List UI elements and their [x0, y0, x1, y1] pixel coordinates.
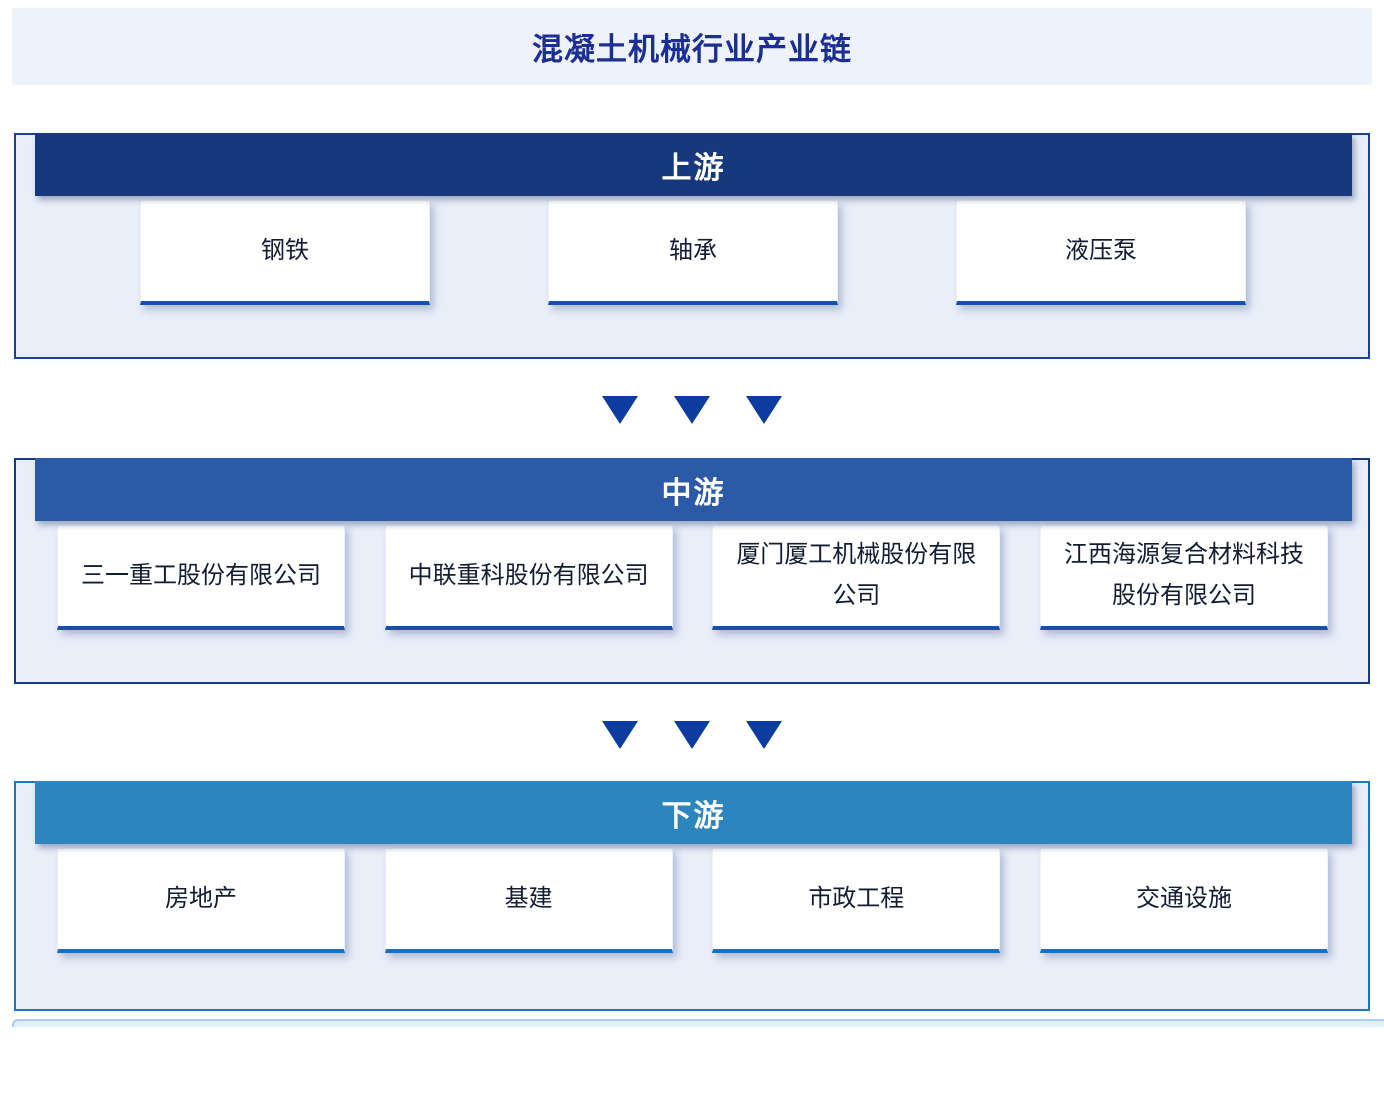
page-title: 混凝土机械行业产业链 [532, 32, 852, 67]
chain-node-card: 钢铁 [140, 200, 430, 305]
chain-node-card: 三一重工股份有限公司 [57, 525, 345, 630]
chain-node-card: 厦门厦工机械股份有限公司 [712, 525, 1001, 630]
chain-node-card: 市政工程 [712, 848, 1001, 953]
down-arrow-icon [674, 396, 710, 424]
flow-arrows-midstream-to-downstream [0, 721, 1384, 749]
diagram-title-bar: 混凝土机械行业产业链 [12, 8, 1372, 85]
next-section-cutoff-strip [12, 1019, 1384, 1027]
chain-node-card: 轴承 [548, 200, 838, 305]
section-upstream: 上游 钢铁 轴承 液压泵 [14, 133, 1370, 359]
chain-node-card: 液压泵 [956, 200, 1246, 305]
section-downstream: 下游 房地产基建市政工程交通设施 [14, 781, 1370, 1011]
chain-node-card: 基建 [384, 848, 673, 953]
chain-node-card: 中联重科股份有限公司 [384, 525, 673, 630]
chain-node-card: 交通设施 [1039, 848, 1328, 953]
down-arrow-icon [602, 396, 638, 424]
flow-arrows-upstream-to-midstream [0, 396, 1384, 424]
section-downstream-header: 下游 [35, 781, 1352, 844]
section-upstream-header: 上游 [35, 133, 1352, 196]
chain-node-card: 江西海源复合材料科技股份有限公司 [1039, 525, 1328, 630]
down-arrow-icon [602, 721, 638, 749]
down-arrow-icon [746, 396, 782, 424]
chain-node-card: 房地产 [57, 848, 345, 953]
down-arrow-icon [746, 721, 782, 749]
section-midstream: 中游 三一重工股份有限公司中联重科股份有限公司厦门厦工机械股份有限公司江西海源复… [14, 458, 1370, 684]
section-midstream-header: 中游 [35, 458, 1352, 521]
down-arrow-icon [674, 721, 710, 749]
